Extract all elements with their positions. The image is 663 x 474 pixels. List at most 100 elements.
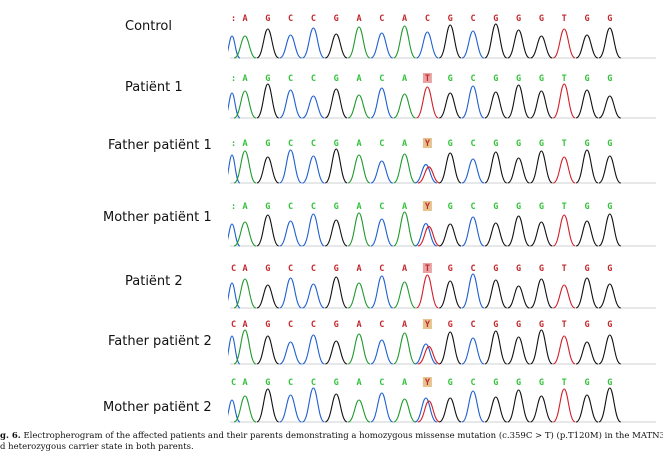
trace-peak-leading [228,35,241,59]
base-call-ambiguous-y: Y [425,320,431,330]
trace-peak-thymine [552,156,576,184]
base-call-guanine: G [584,264,589,274]
base-call-adenine: A [356,202,361,212]
caption-line-2: d heterozygous carrier state in both par… [0,442,194,452]
trace-peak-cytosine [279,394,302,423]
base-call-thymine: T [562,139,567,149]
trace-peak-guanine [484,279,508,309]
trace-peak-guanine [438,397,462,423]
base-call-cytosine: C [311,139,316,149]
base-call-cytosine: C [470,14,475,24]
trace-peak-guanine [438,92,462,119]
base-call-guanine: G [516,264,521,274]
base-call-cytosine: C [470,320,475,330]
trace-peak-guanine [598,27,622,59]
base-call-thymine: T [425,264,430,274]
base-call-thymine: T [562,74,567,84]
base-call-cytosine: C [470,378,475,388]
base-call-cytosine: C [379,378,384,388]
trace-peak-cytosine [461,337,485,365]
base-call-guanine: G [584,14,589,24]
trace-peak-cytosine [279,341,302,365]
trace-peak-cytosine [302,27,325,59]
trace-peak-thymine [552,83,576,119]
trace-peak-guanine [598,387,622,423]
trace-peak-adenine [233,329,257,365]
base-call-guanine: G [493,202,498,212]
trace-peak-heterozygous [417,400,441,423]
base-call-guanine: G [539,378,544,388]
base-call-adenine: A [402,139,407,149]
trace-peak-adenine [233,395,257,423]
base-call-guanine: G [334,320,339,330]
trace-peak-guanine [438,223,462,247]
trace-peak-leading [228,335,241,365]
row-label-patient-2: Patiënt 2 [125,274,183,289]
caption-prefix: g. 6. [0,431,21,441]
variant-highlight [422,201,432,211]
base-call-cytosine: C [288,378,293,388]
base-call-cytosine: C [288,139,293,149]
trace-peak-cytosine [370,218,394,247]
base-call-guanine: G [516,378,521,388]
trace-peak-cytosine [461,158,485,184]
base-call-guanine: G [607,14,612,24]
base-call-cytosine: C [470,74,475,84]
base-call-lead: : [231,202,236,212]
trace-peak-guanine [530,329,553,365]
base-call-guanine: G [493,320,498,330]
trace-peak-cytosine [370,339,394,365]
base-call-adenine: A [242,320,247,330]
base-call-guanine: G [334,202,339,212]
base-call-cytosine: C [311,264,316,274]
base-call-guanine: G [448,378,453,388]
base-call-lead: : [231,74,236,84]
figure-caption: g. 6. Electropherogram of the affected p… [0,431,663,453]
trace-peak-cytosine [302,334,325,365]
trace-peak-adenine [393,211,416,247]
base-call-guanine: G [334,264,339,274]
trace-peak-leading [228,282,241,309]
trace-peak-adenine [347,282,371,309]
variant-highlight [422,377,432,387]
base-call-cytosine: C [288,14,293,24]
trace-peak-thymine [552,284,576,309]
trace-peak-adenine [233,150,257,184]
base-call-guanine: G [265,139,270,149]
base-call-lead: C [231,264,236,274]
trace-peak-adenine [233,90,257,119]
base-call-adenine: A [356,264,361,274]
trace-peak-guanine [598,155,622,184]
base-call-adenine: A [242,139,247,149]
base-call-adenine: A [242,202,247,212]
trace-peak-adenine [393,281,416,309]
base-call-guanine: G [265,378,270,388]
base-call-guanine: G [516,320,521,330]
trace-peak-guanine [507,336,530,365]
base-call-thymine: T [562,378,567,388]
base-call-thymine: T [425,74,430,84]
base-call-cytosine: C [470,139,475,149]
base-call-guanine: G [539,14,544,24]
trace-peak-guanine [438,331,462,365]
base-call-cytosine: C [288,264,293,274]
trace-peak-guanine [484,151,508,184]
trace-peak-cytosine [370,392,394,423]
base-call-guanine: G [265,264,270,274]
trace-peak-guanine [256,83,280,119]
trace-peak-leading [228,154,241,184]
base-call-guanine: G [539,202,544,212]
trace-peak-guanine [530,221,553,247]
trace-peak-guanine [324,219,348,247]
trace-peak-heterozygous [414,223,438,247]
trace-peak-adenine [347,212,371,247]
trace-peak-guanine [598,283,622,309]
trace-peak-thymine [552,335,576,365]
trace-peak-guanine [530,35,553,59]
base-call-lead: : [231,14,236,24]
base-call-ambiguous-y: Y [425,139,431,149]
